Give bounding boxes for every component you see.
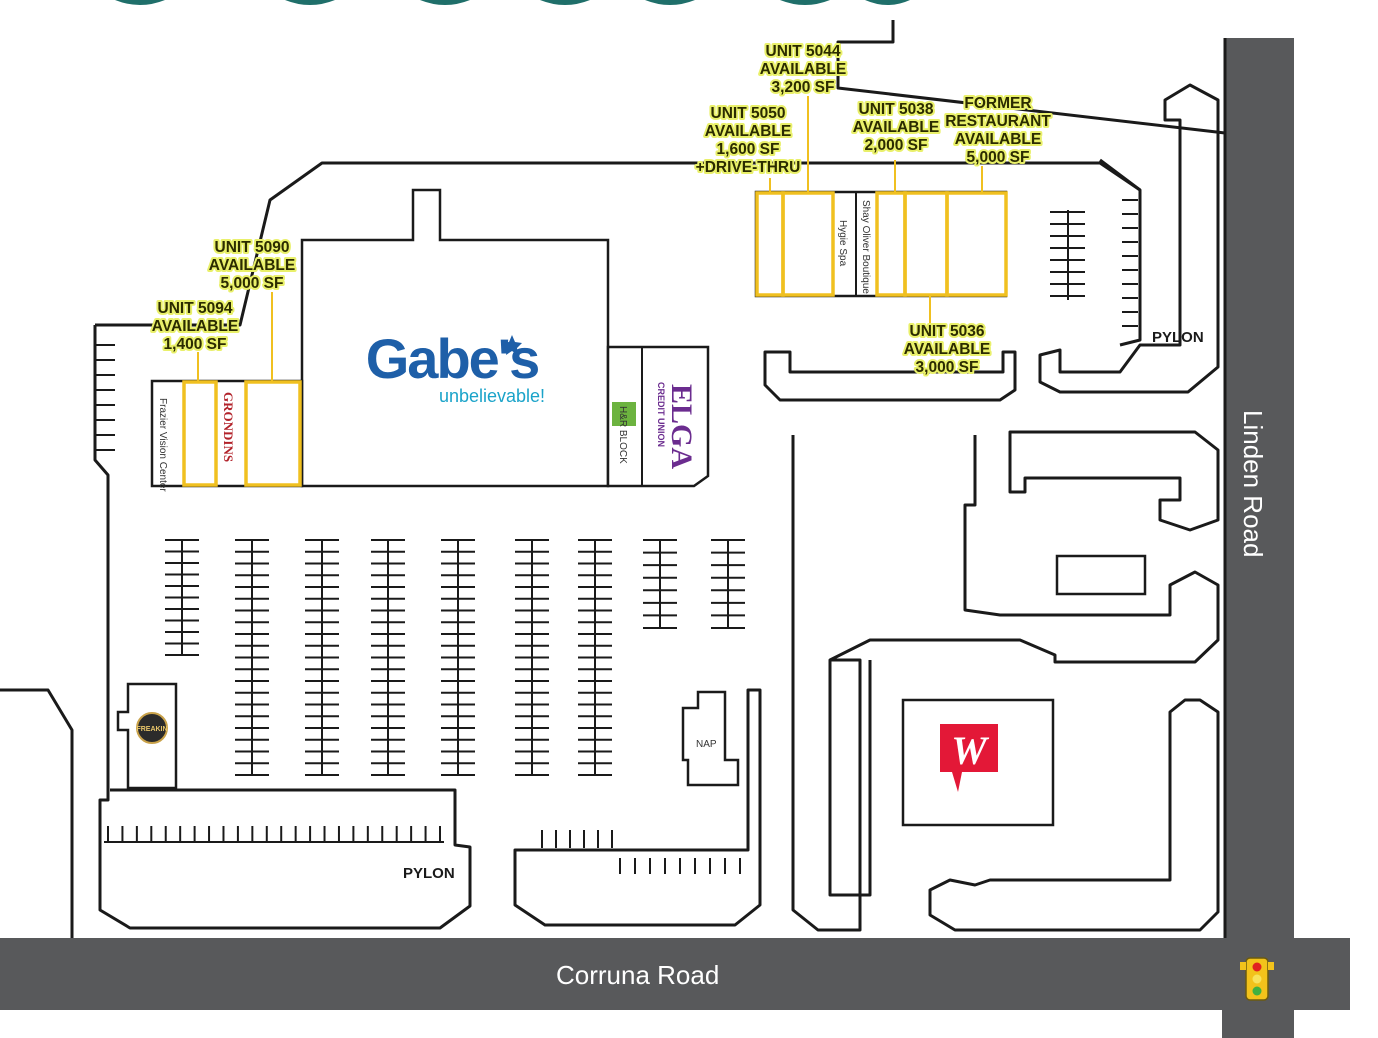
frazier-label: Frazier Vision Center: [157, 398, 168, 492]
walgreens-logo: [940, 724, 998, 792]
pylon-label-east: PYLON: [1152, 329, 1204, 346]
elga-building: [606, 345, 710, 488]
unit-label-line: RESTAURANT: [945, 113, 1051, 130]
top-decoration: [115, 0, 910, 5]
unit-label-line: UNIT 5090: [215, 239, 290, 256]
unit-label-line: UNIT 5036: [910, 323, 985, 340]
site-boundary: [0, 20, 1227, 938]
freakin-label: FREAKIN: [136, 726, 167, 733]
unit-label-line: UNIT 5094: [158, 300, 233, 317]
unit-5094-outline: [182, 380, 218, 487]
parking-lot-northeast: [1038, 83, 1220, 394]
unit-label-line: AVAILABLE: [853, 119, 939, 136]
hygie-label: Hygie Spa: [837, 220, 848, 267]
main-lot-outline: [93, 161, 1141, 930]
unit-label-line: AVAILABLE: [705, 123, 791, 140]
outlot-middle: [828, 435, 1220, 897]
grondins-logo: GRONDINS: [221, 392, 236, 462]
unit-label-line: 5,000 SF: [221, 275, 284, 292]
parking-island-south: [513, 688, 762, 927]
unit-label-line: 3,200 SF: [772, 79, 835, 96]
west-wing: [150, 379, 304, 488]
unit-label-line: AVAILABLE: [904, 341, 990, 358]
gabes-star-icon: [502, 335, 522, 355]
parking-island-east: [763, 350, 1017, 402]
elga-logo: ELGA: [665, 384, 698, 469]
parking-stalls-south: [104, 826, 444, 843]
parking-field-stalls: [165, 539, 745, 776]
shay-label: Shay Oliver Boutique: [860, 200, 871, 294]
traffic-light-icon: [1240, 957, 1274, 1001]
leader-lines: [197, 96, 983, 382]
walgreens-w: W: [951, 728, 989, 773]
unit-label-line: AVAILABLE: [955, 131, 1041, 148]
linden-road: [1226, 38, 1294, 1038]
freakin-logo: [136, 712, 168, 744]
elga-subtitle: CREDIT UNION: [656, 382, 666, 447]
corruna-road-label: Corruna Road: [556, 960, 719, 990]
linden-road-label: Linden Road: [1238, 410, 1268, 557]
outlot-pad: [1055, 554, 1147, 596]
parking-stalls-west: [95, 344, 115, 451]
unit-label-line: 2,000 SF: [865, 137, 928, 154]
unit-label-line: AVAILABLE: [152, 318, 238, 335]
unit-label-line: UNIT 5044: [766, 43, 841, 60]
north-strip: [754, 190, 1008, 298]
unit-label-line: AVAILABLE: [209, 257, 295, 274]
unit-label-line: 3,000 SF: [916, 359, 979, 376]
corruna-road: [0, 938, 1350, 1010]
unit-label-line: 5,000 SF: [967, 149, 1030, 166]
former-restaurant-outline: [945, 191, 1008, 297]
unit-label-line: +DRIVE-THRU: [696, 159, 801, 176]
parking-stalls-island: [541, 830, 741, 874]
unit-label-line: UNIT 5038: [859, 101, 934, 118]
parking-lot-east: [791, 435, 862, 932]
walgreens-parking: [928, 698, 1220, 932]
outlot-lower: [1008, 430, 1220, 532]
unit-label-line: 1,400 SF: [164, 336, 227, 353]
nap-building: [681, 690, 740, 787]
unit-label-line: FORMER: [964, 95, 1031, 112]
nap-label: NAP: [696, 739, 717, 750]
gabes-tagline: unbelievable!: [439, 386, 545, 406]
unit-label-line: UNIT 5050: [711, 105, 786, 122]
hr-block-logo: [612, 402, 636, 426]
unit-label-line: AVAILABLE: [760, 61, 846, 78]
unit-label-line: 1,600 SF: [717, 141, 780, 158]
hr-block-label: H&R BLOCK: [617, 406, 628, 464]
parking-stalls-ne: [1050, 199, 1138, 327]
pylon-label-south: PYLON: [403, 865, 455, 882]
gabes-building: [300, 188, 610, 488]
